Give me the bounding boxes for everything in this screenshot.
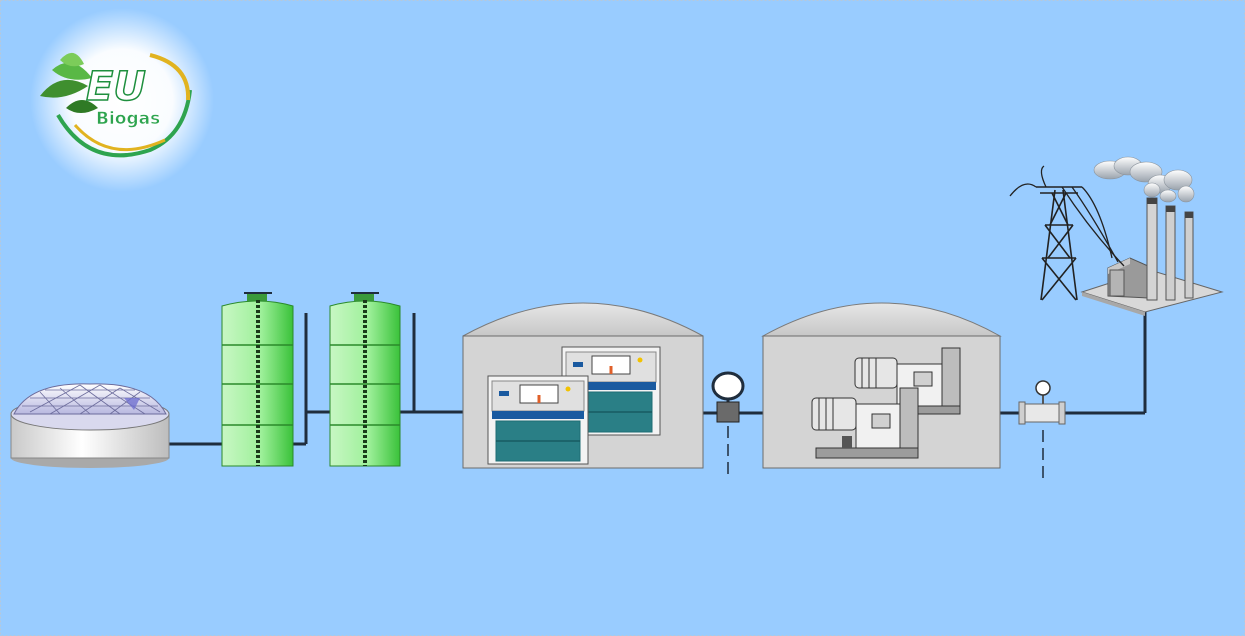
generator-set-icon xyxy=(811,347,961,459)
storage-tank-2 xyxy=(329,292,401,467)
pressure-gauge-icon xyxy=(711,371,745,480)
gas-purification-unit-icon xyxy=(487,346,661,465)
green-tank-icon xyxy=(221,292,294,467)
generator-building xyxy=(761,302,1002,469)
logo-brand-top: EU xyxy=(86,64,146,110)
transmission-tower-icon xyxy=(1036,186,1082,301)
digester-dome-icon xyxy=(10,383,170,468)
power-plant-icon xyxy=(1009,156,1224,316)
purification-building xyxy=(462,302,704,469)
storage-tank-1 xyxy=(221,292,294,467)
eu-biogas-logo: EU Biogas xyxy=(30,8,214,192)
leaf-icon xyxy=(40,52,98,113)
logo-brand-bottom: Biogas xyxy=(96,109,160,129)
green-tank-icon xyxy=(329,292,401,467)
valve-icon xyxy=(1018,380,1066,480)
pipeline xyxy=(168,310,1147,446)
